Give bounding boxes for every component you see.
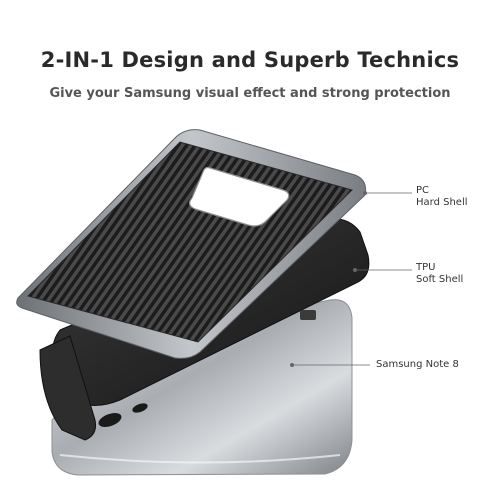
headline: 2-IN-1 Design and Superb Technics <box>40 48 460 72</box>
callout-phone-label: Samsung Note 8 <box>376 359 459 370</box>
pc-hard-shell <box>16 129 366 359</box>
leader-lines <box>290 191 412 367</box>
callout-tpu-sub: Soft Shell <box>416 274 464 285</box>
subheadline: Give your Samsung visual effect and stro… <box>49 86 451 101</box>
callout-tpu-soft-shell: TPU Soft Shell <box>416 262 463 286</box>
callout-pc-hard-shell: PC Hard Shell <box>416 185 468 209</box>
callout-phone: Samsung Note 8 <box>376 359 459 371</box>
callout-pc-label: PC <box>416 185 430 196</box>
callout-tpu-label: TPU <box>416 262 436 273</box>
callout-pc-sub: Hard Shell <box>416 197 468 208</box>
